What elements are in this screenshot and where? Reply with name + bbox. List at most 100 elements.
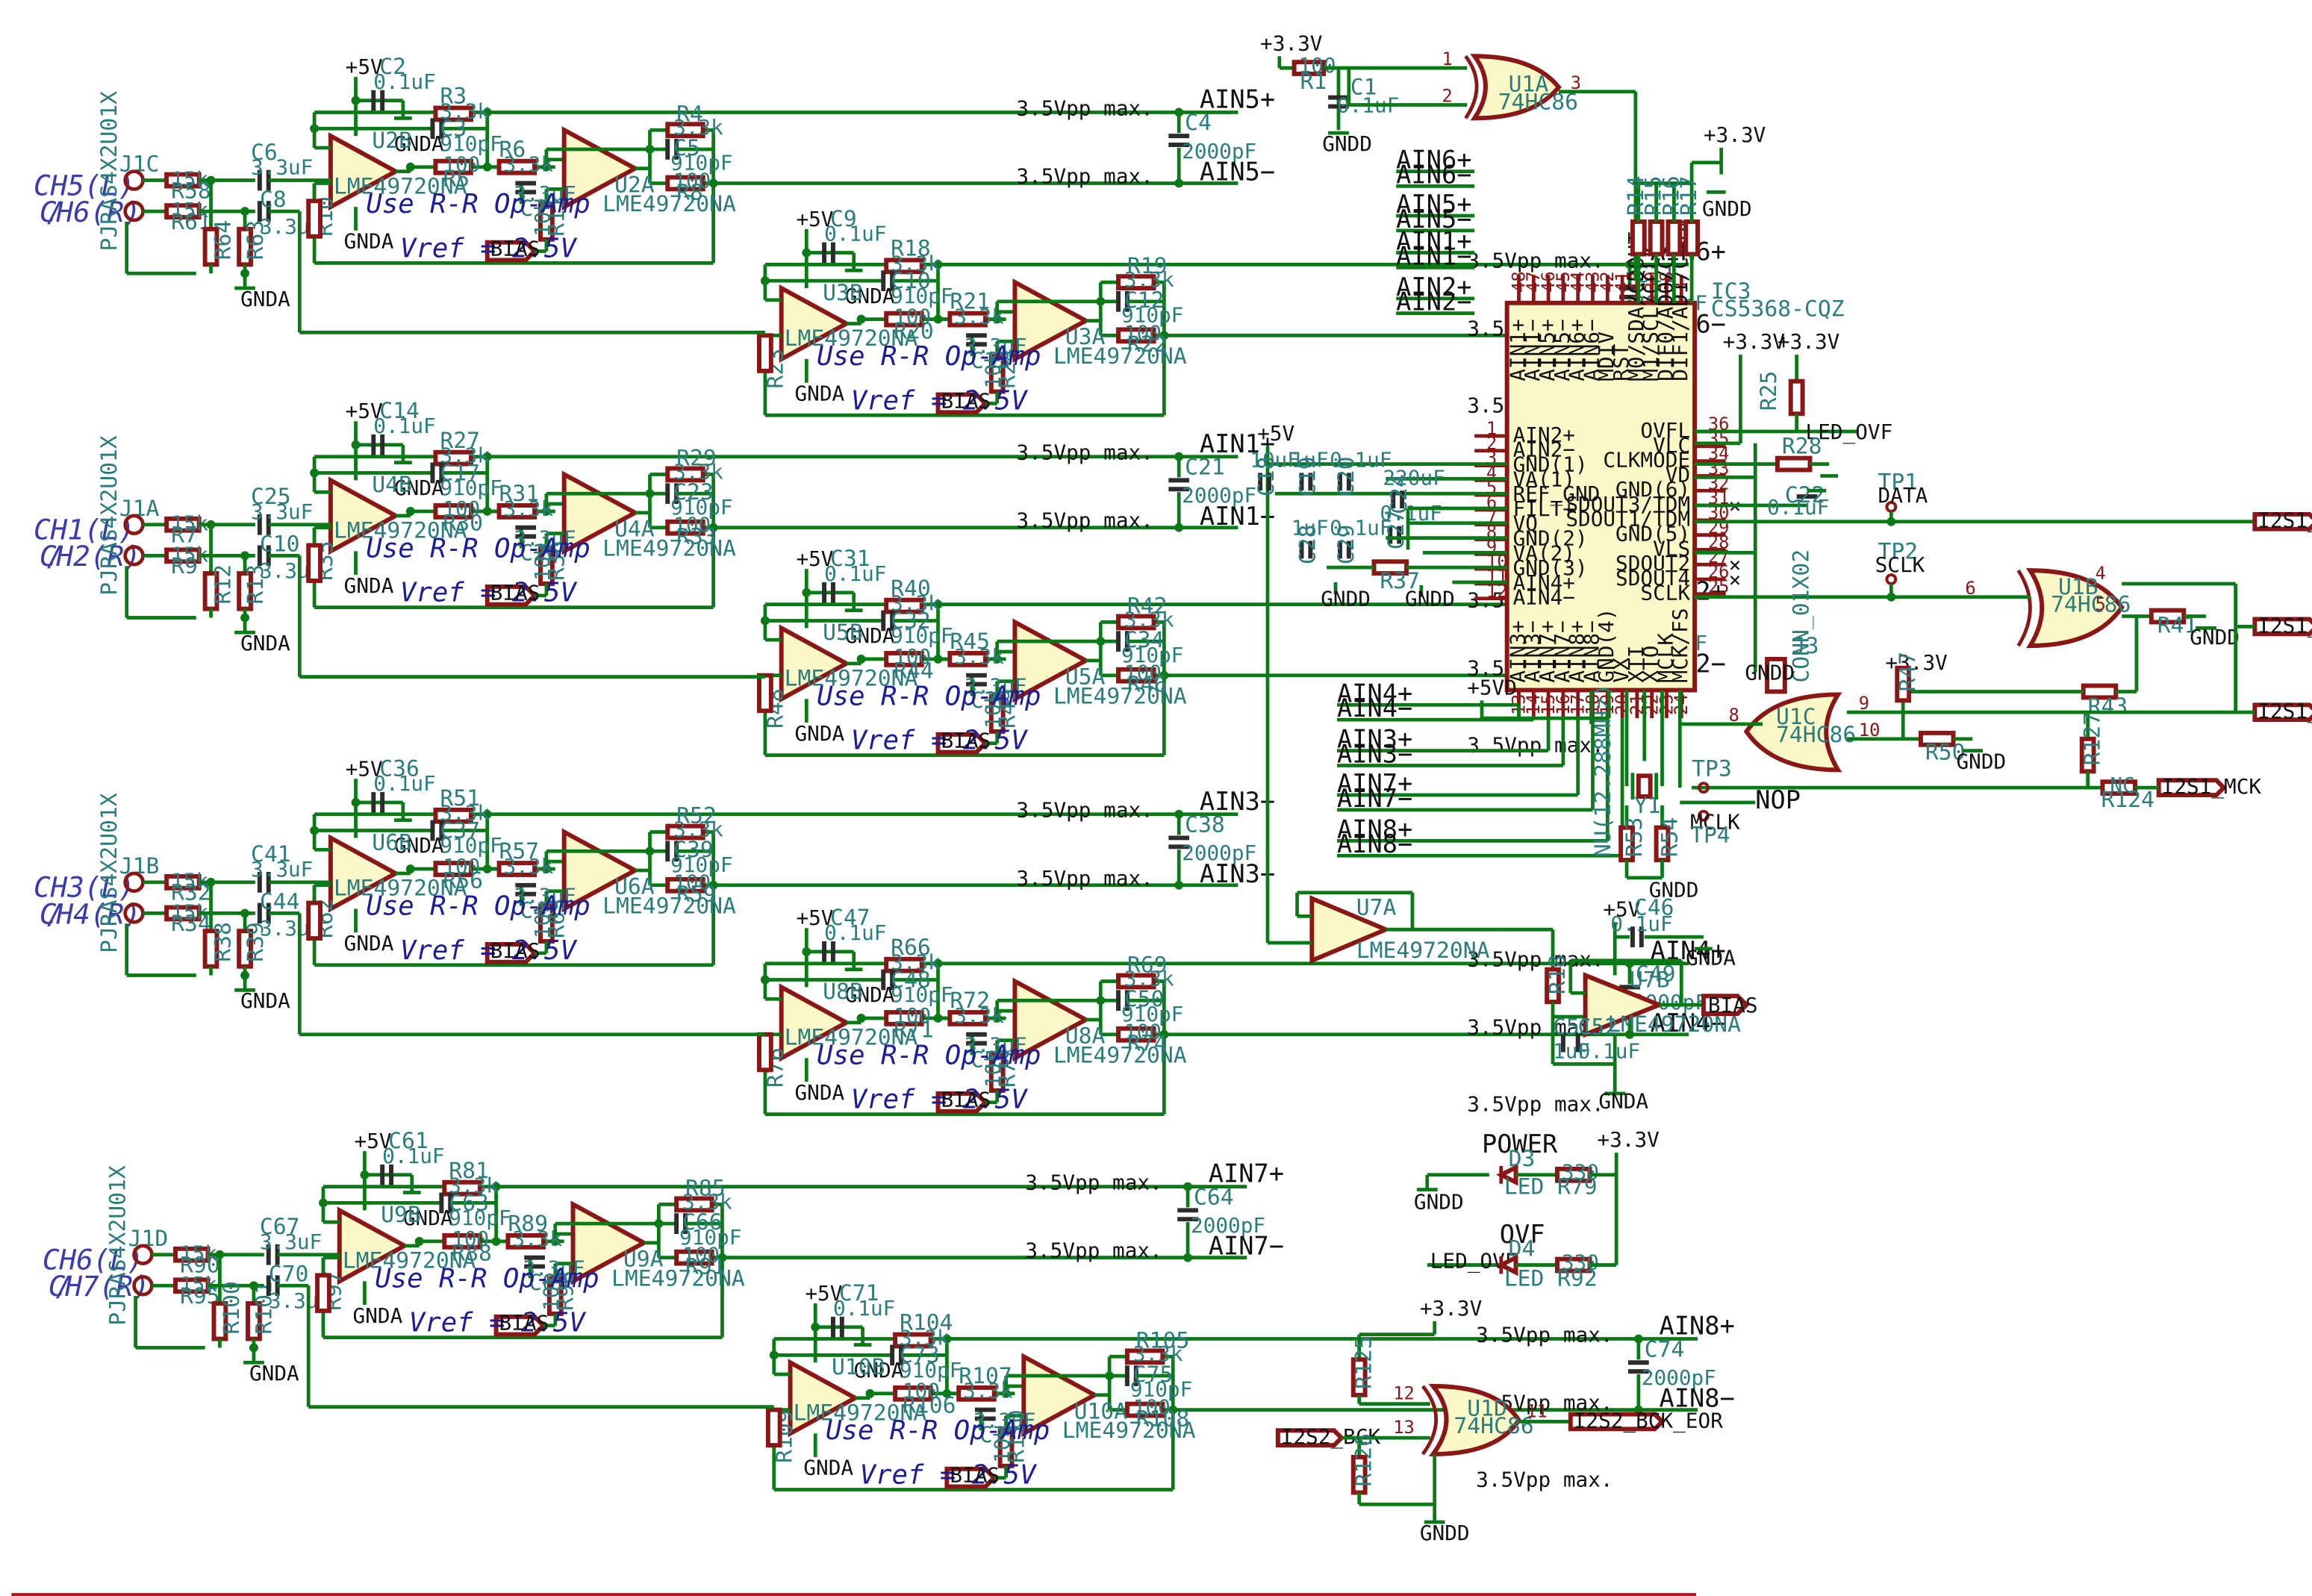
pin-17: 17 (1568, 694, 1589, 716)
adc-net-0: AIN6+ (1396, 146, 1471, 175)
cf1-ref: C32 (891, 608, 931, 634)
pin-44: 44 (1568, 271, 1589, 293)
rs1-val: 100 (452, 1226, 489, 1251)
rf2-ref: R29 (676, 446, 717, 472)
rs2-ref: R6 (499, 137, 526, 163)
cm-val: 3.3uF (973, 1408, 1035, 1433)
amp-stage-7: +5VC610.1uFGNDAGNDAU9BLME49720NAR813.3kC… (319, 1128, 1284, 1338)
rf2-val: 3.3k (673, 115, 723, 140)
gnda-label-2: GNDA (394, 131, 444, 156)
channel-slash: / (47, 196, 64, 228)
i2s1-lrck-port (2252, 702, 2312, 723)
c46-val: 0.1uF (1610, 911, 1672, 936)
cout-val: 2000pF (1191, 1213, 1265, 1238)
amp2-ref: U8A (1065, 1023, 1106, 1050)
r92-val: 330 (1562, 1250, 1599, 1275)
cout-val: 2000pF (1642, 1365, 1716, 1390)
pin-34: 34 (1708, 443, 1730, 464)
gnda-label: GNDA (353, 1303, 403, 1328)
adc-cap-2: C20 (1333, 457, 1359, 497)
rf2-ref: R105 (1136, 1327, 1190, 1353)
rg-ref: R98 (553, 1271, 579, 1311)
amp1-part: LME49720NA (343, 1248, 476, 1274)
pin-42: 42 (1597, 271, 1618, 293)
cm-val: 3.3uF (965, 673, 1026, 698)
rf2-val: 3.3k (673, 817, 723, 841)
rs2-val: 3.3k (954, 644, 1004, 669)
jack-part: PJRAS4X2U01X (96, 435, 122, 596)
tp4-name: MCLK (1690, 810, 1740, 835)
rs2-ref: R72 (950, 988, 990, 1014)
cdec-val: 0.1uF (373, 69, 435, 94)
u1a-part: 74HC86 (1498, 89, 1578, 115)
pin-name-48: AIN1+ (1505, 319, 1530, 381)
pin-name-4: VA(1) (1513, 467, 1575, 491)
rf2-ref: R85 (685, 1176, 726, 1202)
u1d-p13: 13 (1393, 1417, 1415, 1438)
amp-stage-5: +5VC360.1uFGNDAGNDAU6BLME49720NAR513.3kC… (310, 755, 1275, 965)
rs1-val: 100 (443, 496, 480, 521)
rs2-ref: R21 (950, 289, 990, 315)
tp2-name: SCLK (1875, 552, 1925, 577)
adc-net-2: AIN5+ (1396, 190, 1471, 219)
rs3-ref: R46 (1127, 671, 1168, 697)
cout-ref: C49 (1636, 961, 1676, 987)
p5v-label: +5V (346, 54, 383, 79)
channel-slash: / (56, 1270, 73, 1303)
rg-ref: R24 (994, 349, 1021, 389)
rf1-ref: R40 (891, 576, 931, 602)
rr-note: Use R-R Op-Amp (817, 1040, 1041, 1070)
rf1-val: 3.3k (891, 591, 941, 616)
vref-note: Vref = 2.5V (400, 935, 578, 966)
adc-cap-val-2: 0.1uF (1330, 448, 1392, 473)
u1d-part: 74HC86 (1453, 1413, 1533, 1439)
nc-mark-26: × (1729, 567, 1742, 592)
rf1-ref: R18 (891, 235, 931, 261)
cf2-ref: C34 (1124, 627, 1165, 653)
pin-name-12: AIN4− (1513, 585, 1575, 610)
rsh2-ref: R101 (252, 1281, 278, 1335)
u1b-part: 74HC86 (2051, 592, 2131, 618)
bias-label: BIAS (941, 1088, 991, 1112)
cin1-val: 3.3uF (251, 155, 313, 180)
rf2-ref: R4 (676, 101, 703, 127)
cdec-ref: C31 (830, 546, 870, 572)
pin-name-14: AIN3− (1520, 620, 1545, 682)
amp2-ref: U5A (1065, 664, 1106, 691)
led-ovf-net: LED_OVF (1806, 420, 1893, 445)
pin-name-32: GND(6) (1615, 477, 1690, 502)
rs3-val: 100 (682, 1243, 720, 1268)
cout-val: 2000pF (1182, 841, 1256, 865)
net-neg: AIN8− (1660, 1384, 1735, 1413)
net-pos: AIN5+ (1200, 85, 1275, 114)
u1b-p6: 6 (1965, 578, 1975, 599)
rg-val: 10k (981, 691, 1006, 729)
pin-name-6: FILT+ (1513, 496, 1575, 521)
i2s1-lrck-label: I2S1_LRCK (2258, 699, 2312, 724)
p5vd-label: +5VD (1467, 675, 1517, 699)
rs3-ref: R22 (1127, 331, 1168, 358)
gnda-input: GNDA (240, 287, 290, 311)
gnda-label: GNDA (794, 721, 844, 746)
adc-net-5: AIN1− (1396, 241, 1471, 270)
bias-label: BIAS (499, 1311, 549, 1335)
p5v-label: +5V (346, 399, 383, 423)
rr-note: Use R-R Op-Amp (366, 533, 590, 564)
channel-label-l: CH3(L) (34, 871, 135, 904)
r18b-ref: R18 (1545, 955, 1571, 995)
vmax-neg: 3.5Vpp max. (1016, 163, 1153, 188)
rs3-ref: R33 (676, 524, 717, 550)
rs3-val: 100 (673, 168, 711, 193)
rs1-ref: R20 (894, 318, 934, 344)
cf1-ref: C73 (900, 1342, 940, 1368)
bias-label: BIAS (490, 236, 540, 261)
rs2-ref: R45 (950, 629, 990, 655)
cin1-ref: C6 (251, 140, 278, 166)
amp2-part: LME49720NA (611, 1265, 745, 1291)
p5v-adc-label: +5V (1257, 421, 1294, 446)
pin-name-25: SCLK (1640, 581, 1690, 605)
rs3-ref: R8 (676, 179, 703, 205)
channel-label-l: CH1(L) (34, 514, 135, 546)
adc-net-4: AIN1+ (1396, 227, 1471, 256)
pin-name-26: SDOUT4 (1615, 566, 1690, 590)
